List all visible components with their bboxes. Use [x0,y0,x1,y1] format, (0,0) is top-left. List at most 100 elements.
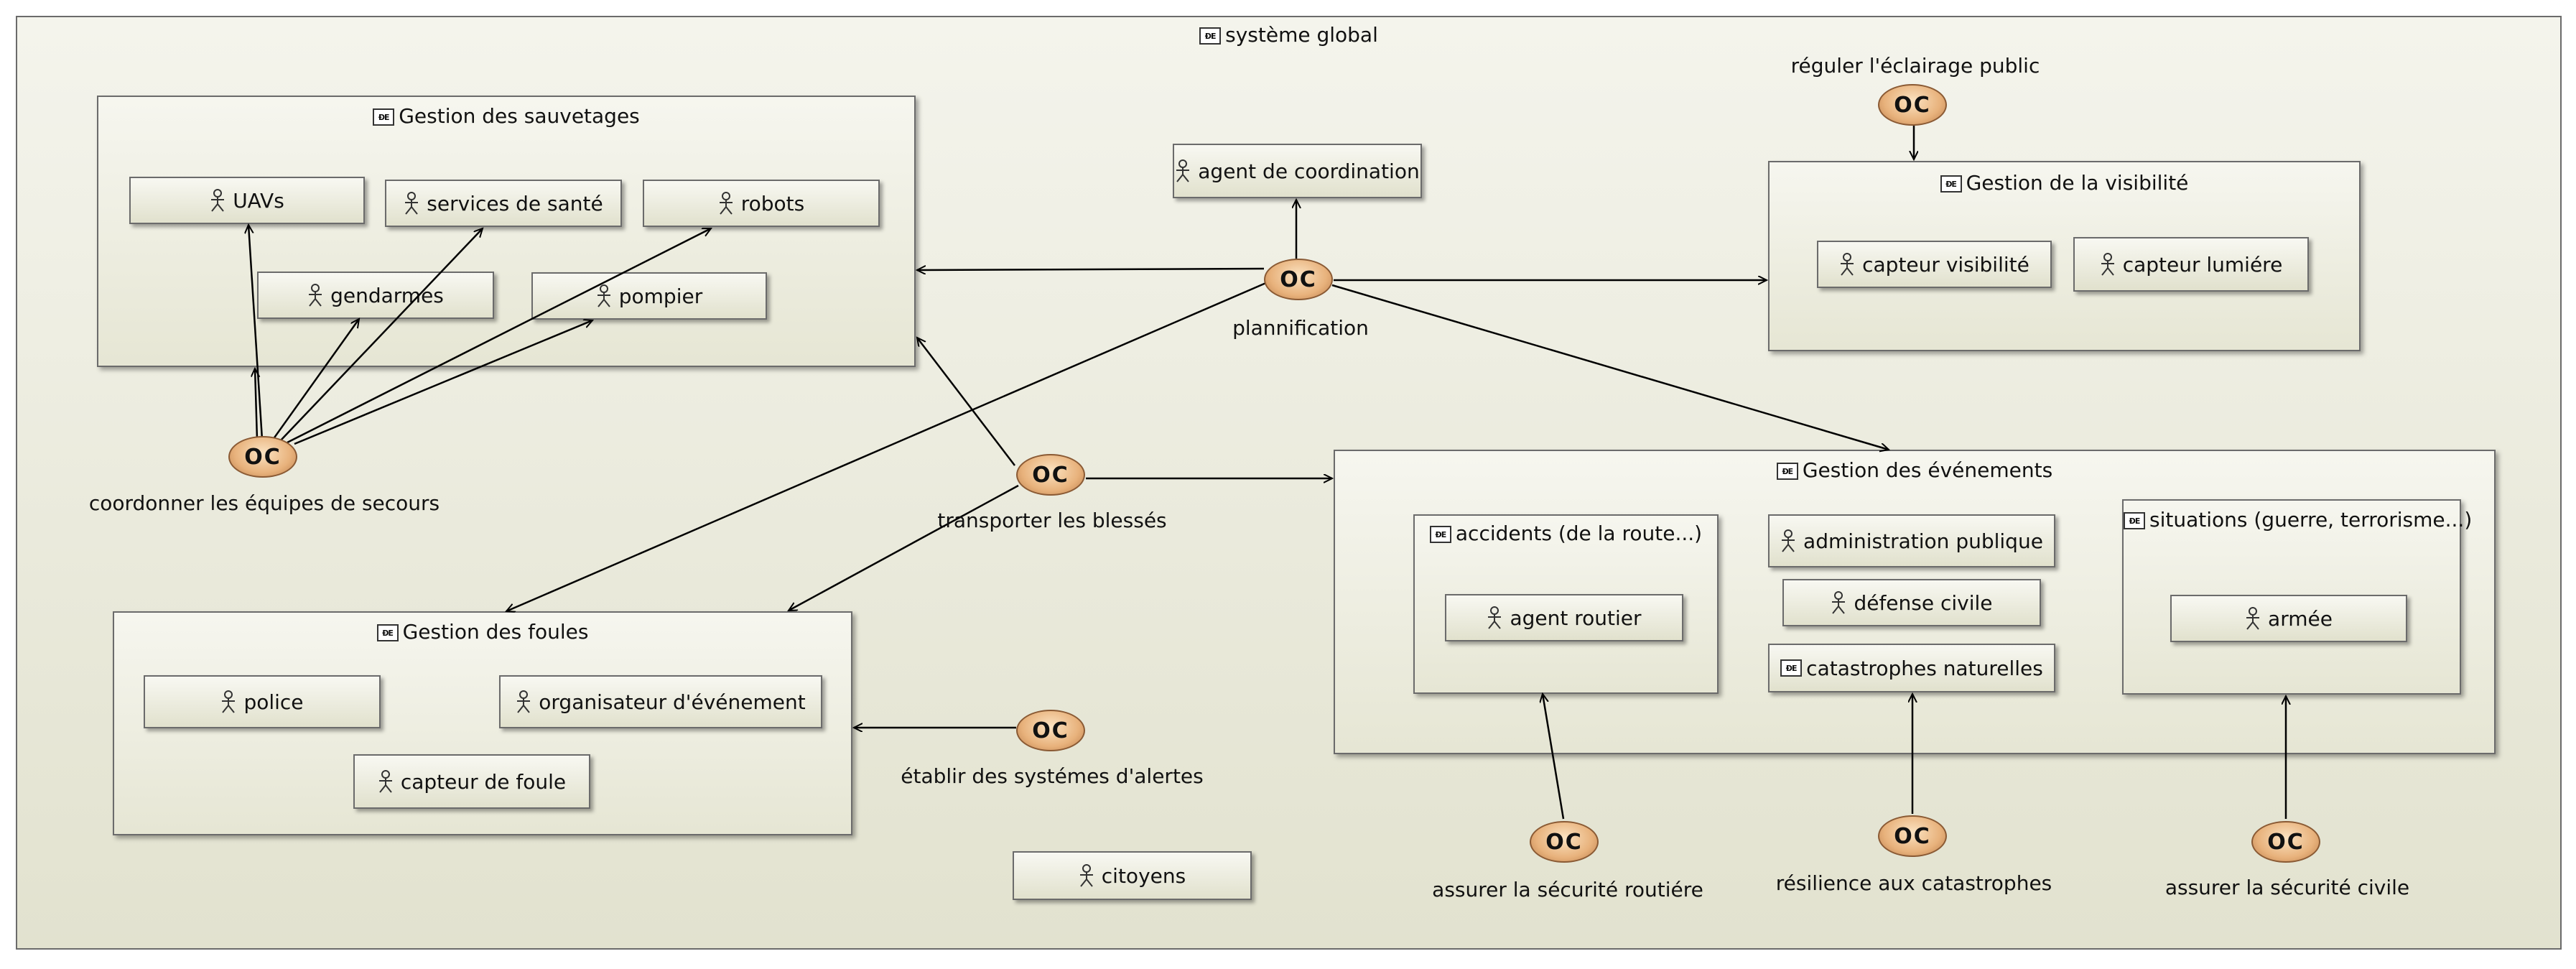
arrow-plannification-sauvetages [917,269,1265,270]
oc-securite-civile-icon[interactable]: OC [2251,821,2320,863]
oc-securite-routiere-icon[interactable]: OC [1530,821,1599,863]
actor-icon [211,189,225,212]
arrow-coordonner-pompier [294,320,592,445]
actor-label: capteur lumiére [2122,252,2283,277]
actor-label: pompier [618,284,703,308]
actor-gendarmes[interactable]: gendarmes [257,272,494,319]
actor-label: capteur de foule [400,769,567,794]
actor-citoyens[interactable]: citoyens [1013,851,1252,900]
label-securite-routiere: assurer la sécurité routiére [1432,878,1703,901]
actor-capteur-foule[interactable]: capteur de foule [353,754,590,809]
actor-defense-civile[interactable]: défense civile [1782,579,2041,626]
actor-label: gendarmes [330,283,444,307]
actor-label: administration publique [1803,529,2043,553]
actor-icon [2246,607,2260,630]
actor-label: défense civile [1854,590,1993,615]
arrow-coordonner-uavs [248,225,264,440]
package-icon: ÐE [1780,659,1803,677]
label-plannification: plannification [1232,316,1369,340]
actor-agent-coordination[interactable]: agent de coordination [1173,144,1422,198]
actor-label: agent de coordination [1198,159,1420,183]
actor-pompier[interactable]: pompier [531,272,767,320]
label-resilience: résilience aux catastrophes [1775,871,2052,895]
actor-icon [2101,253,2114,276]
arrow-coordonner-sante [279,228,483,442]
oc-eclairage-icon[interactable]: OC [1878,84,1947,126]
arrow-coordonner-gendarmes [271,319,359,440]
actor-administration-publique[interactable]: administration publique [1768,514,2055,567]
frame-sauvetages-title: Gestion des sauvetages [399,104,640,128]
label-transporter: transporter les blessés [937,509,1167,532]
package-icon: ÐE [373,108,395,126]
actor-organisateur-evenement[interactable]: organisateur d'événement [499,675,822,728]
actor-label: organisateur d'événement [539,690,806,714]
actor-police[interactable]: police [144,675,381,728]
actor-label: UAVs [233,188,284,213]
oc-resilience-icon[interactable]: OC [1878,815,1947,857]
actor-label: police [243,690,304,714]
package-icon: ÐE [376,624,399,641]
package-icon: ÐE [1199,27,1222,45]
label-eclairage: réguler l'éclairage public [1790,54,2040,78]
actor-icon [719,192,733,215]
oc-plannification-icon[interactable]: OC [1264,259,1333,300]
arrow-transporter-sauvetages [917,338,1015,466]
actor-icon [597,284,610,307]
actor-capteur-visibilite[interactable]: capteur visibilité [1817,241,2052,288]
root-title: système global [1225,23,1378,47]
actor-services-sante[interactable]: services de santé [385,180,622,227]
actor-icon [1176,159,1190,182]
arrow-plannification-foules [506,281,1268,611]
actor-icon [222,690,236,713]
actor-icon [1832,591,1846,614]
actor-icon [1079,864,1093,887]
label-coordonner: coordonner les équipes de secours [88,491,440,515]
actor-label: capteur visibilité [1862,252,2029,277]
frame-foules-title: Gestion des foules [402,620,589,644]
arrow-securite-routiere-accidents [1543,694,1565,820]
actor-capteur-lumiere[interactable]: capteur lumiére [2073,237,2309,292]
actor-icon [309,284,322,307]
package-icon: ÐE [1429,526,1451,543]
actor-icon [1782,529,1795,552]
oc-coordonner-icon[interactable]: OC [228,436,297,478]
package-icon: ÐE [2124,512,2145,529]
actor-label: citoyens [1101,863,1186,888]
frame-accidents-title: accidents (de la route...) [1455,521,1703,545]
actor-icon [405,192,419,215]
actor-icon [378,770,392,793]
actor-agent-routier[interactable]: agent routier [1445,594,1683,641]
actor-label: armée [2268,606,2333,631]
actor-icon [1841,253,1854,276]
arrow-plannification-evenements [1331,284,1889,450]
oc-alertes-icon[interactable]: OC [1016,710,1085,751]
arrow-coordonner-robots [287,227,711,444]
package-icon: ÐE [1940,175,1962,193]
label-securite-civile: assurer la sécurité civile [2165,876,2410,899]
actor-robots[interactable]: robots [643,180,880,227]
frame-visibilite-title: Gestion de la visibilité [1966,171,2189,195]
oc-transporter-icon[interactable]: OC [1016,454,1085,496]
actor-label: agent routier [1510,606,1642,630]
arrow-transporter-foules [789,484,1019,612]
actor-icon [517,690,531,713]
package-label: catastrophes naturelles [1806,656,2043,680]
label-alertes: établir des systémes d'alertes [901,764,1204,788]
actor-label: robots [740,191,805,215]
frame-situations-title: situations (guerre, terrorisme...) [2149,508,2473,532]
actor-icon [1488,606,1502,629]
frame-evenements-title: Gestion des événements [1802,458,2053,482]
actor-label: services de santé [427,191,603,215]
actor-armee[interactable]: armée [2170,595,2407,642]
